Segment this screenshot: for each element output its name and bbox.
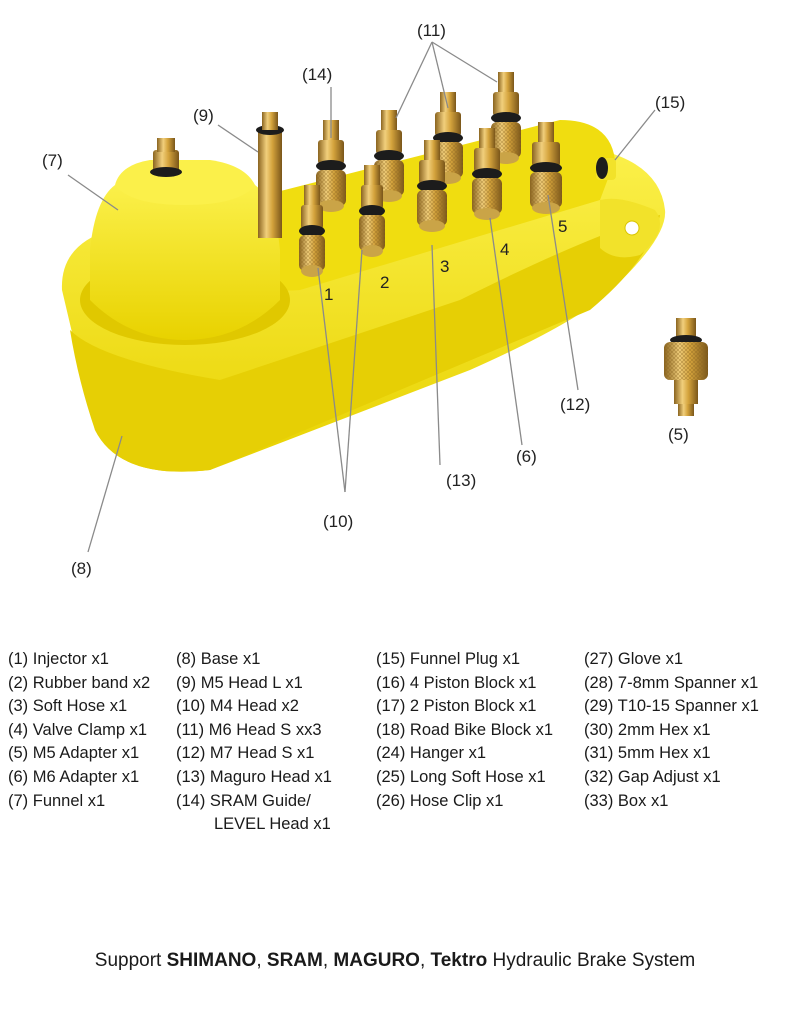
separator: , [256, 950, 267, 971]
part-item: (16) 4 Piston Block x1 [376, 673, 537, 692]
m5-head-l [256, 112, 284, 238]
brand-shimano: SHIMANO [166, 950, 257, 971]
callout-maguro-head: (13) [446, 471, 476, 490]
support-statement: Support SHIMANO, SRAM, MAGURO, Tektro Hy… [0, 950, 790, 972]
parts-column-1: (1) Injector x1 (2) Rubber band x2 (3) S… [8, 648, 150, 813]
parts-column-4: (27) Glove x1 (28) 7-8mm Spanner x1 (29)… [584, 648, 759, 813]
part-item: (17) 2 Piston Block x1 [376, 697, 537, 716]
support-prefix: Support [94, 950, 167, 971]
part-item: (1) Injector x1 [8, 650, 109, 668]
sram-guide-head [316, 120, 346, 212]
part-item: (14) SRAM Guide/ [176, 791, 311, 810]
part-item: (8) Base x1 [176, 650, 261, 668]
m5-adapter [664, 318, 708, 416]
part-item: (33) Box x1 [584, 791, 669, 810]
part-item: (26) Hose Clip x1 [376, 791, 504, 810]
part-item: (27) Glove x1 [584, 650, 684, 668]
part-item: (12) M7 Head S x1 [176, 744, 315, 763]
callout-sram-head: (14) [302, 65, 332, 84]
slot-number: 2 [380, 273, 389, 292]
part-item: (30) 2mm Hex x1 [584, 720, 711, 739]
part-item: (6) M6 Adapter x1 [8, 767, 140, 786]
part-item: (32) Gap Adjust x1 [584, 767, 721, 786]
callout-m6-head-s: (11) [417, 21, 446, 40]
part-item: LEVEL Head x1 [214, 815, 331, 834]
part-item: (13) Maguro Head x1 [176, 767, 332, 786]
leader-lines [67, 41, 656, 553]
part-item: (3) Soft Hose x1 [8, 697, 128, 716]
callout-m5-adapter: (5) [668, 425, 689, 444]
part-item: (2) Rubber band x2 [8, 673, 151, 692]
part-item: (24) Hanger x1 [376, 744, 487, 763]
m4-head [299, 185, 325, 277]
part-item: (15) Funnel Plug x1 [376, 650, 520, 668]
callout-m7-head-s: (12) [560, 395, 590, 414]
part-item: (31) 5mm Hex x1 [584, 744, 711, 763]
separator: , [322, 950, 334, 971]
funnel-plug [596, 157, 616, 180]
maguro-head [417, 140, 447, 232]
slot-number: 1 [324, 285, 333, 304]
slot-number: 5 [558, 217, 567, 236]
adapter-heads [299, 72, 562, 277]
funnel [80, 138, 290, 345]
callout-funnel: (7) [42, 151, 63, 170]
parts-column-3: (15) Funnel Plug x1 (16) 4 Piston Block … [376, 648, 553, 813]
m6-head-s [374, 110, 404, 202]
part-item: (4) Valve Clamp x1 [8, 720, 148, 739]
m6-adapter [472, 128, 502, 220]
slot-number: 3 [440, 257, 449, 276]
part-item: (11) M6 Head S xx3 [176, 720, 322, 739]
part-item: (18) Road Bike Block x1 [376, 720, 553, 739]
brand-tektro: Tektro [430, 950, 488, 971]
part-item: (7) Funnel x1 [8, 791, 106, 810]
product-illustration: 1 2 3 4 5 (7) (9) (14) (11) (15) (5) (1 [42, 21, 708, 578]
part-item: (28) 7-8mm Spanner x1 [584, 673, 759, 692]
m7-head-s [530, 122, 562, 214]
callout-m4-head: (10) [323, 512, 353, 531]
brand-maguro: MAGURO [333, 950, 420, 971]
part-item: (5) M5 Adapter x1 [8, 744, 140, 763]
callout-base: (8) [71, 559, 92, 578]
part-item: (10) M4 Head x2 [176, 697, 299, 716]
part-item: (29) T10-15 Spanner x1 [584, 697, 759, 716]
m4-head [359, 165, 385, 257]
slot-number: 4 [500, 240, 509, 259]
support-suffix: Hydraulic Brake System [487, 950, 696, 971]
part-item: (25) Long Soft Hose x1 [376, 767, 546, 786]
callout-m5-head-l: (9) [193, 106, 214, 125]
parts-column-2: (8) Base x1 (9) M5 Head L x1 (10) M4 Hea… [176, 648, 332, 837]
part-item: (9) M5 Head L x1 [176, 673, 303, 692]
parts-list: (1) Injector x1 (2) Rubber band x2 (3) S… [0, 648, 790, 848]
separator: , [419, 950, 431, 971]
brand-sram: SRAM [266, 950, 323, 971]
callout-m6-adapter: (6) [516, 447, 537, 466]
callout-funnel-plug: (15) [655, 93, 685, 112]
